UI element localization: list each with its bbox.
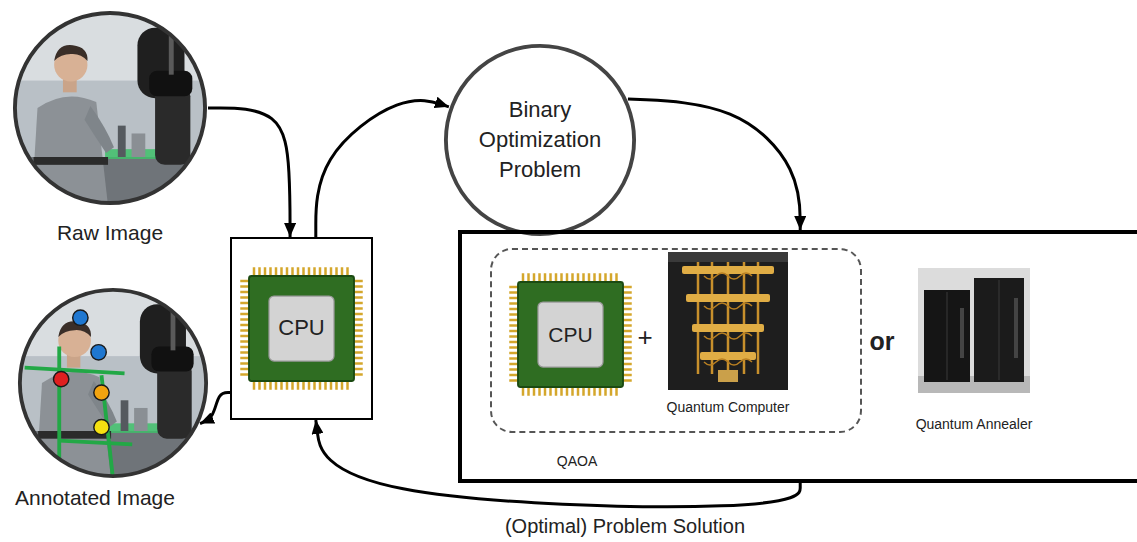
node-label: Quantum Annealer — [894, 416, 1054, 433]
cabinet-seam — [947, 292, 948, 380]
pose-limb — [25, 368, 125, 374]
quantum-computer: Quantum Computer — [668, 252, 788, 422]
annealer-cabinet — [974, 278, 1024, 382]
cryostat-rod — [697, 262, 700, 374]
cryostat-tip — [718, 370, 738, 382]
person-hair — [54, 45, 87, 61]
photo-illustration — [12, 10, 208, 206]
node-label: Annotated Image — [0, 485, 190, 510]
robot-stripe — [169, 35, 174, 74]
node-label: Quantum Computer — [653, 399, 803, 416]
robot-stripe — [171, 312, 176, 350]
bench-part — [118, 126, 126, 157]
cryostat-background — [668, 252, 788, 390]
cpu-box: CPU — [230, 237, 373, 420]
bench-part — [132, 133, 146, 157]
robot-forearm — [155, 86, 190, 164]
cpu-chip: CPU — [508, 272, 633, 397]
cryostat-coil — [704, 359, 752, 365]
cryostat-plate — [682, 266, 774, 274]
cryostat-coil — [704, 303, 752, 309]
cryostat-coil — [704, 273, 752, 279]
photo-scene — [12, 10, 208, 206]
pose-keypoint — [94, 419, 109, 434]
optimization-problem-circle: Binary Optimization Problem — [443, 43, 637, 237]
pose-keypoint — [91, 345, 106, 360]
pose-keypoint — [94, 385, 109, 400]
node-label: Binary Optimization Problem — [455, 95, 625, 184]
quantum-computer-picture — [668, 252, 788, 390]
person-torso — [36, 372, 111, 479]
flow-arrow — [208, 108, 290, 237]
annotated-image-circle: Annotated Image — [17, 287, 209, 479]
bench-part — [134, 408, 147, 431]
person-torso — [32, 96, 108, 206]
node-label: QAOA — [527, 453, 627, 470]
quantum-annealer-picture — [918, 268, 1030, 393]
person-belt — [34, 157, 108, 165]
input-image-circle: Raw Image — [12, 10, 208, 206]
person-arm — [85, 106, 114, 153]
cryostat-coil — [704, 333, 752, 339]
pose-limb — [59, 441, 132, 445]
photo-illustration — [17, 287, 209, 479]
circle-border — [446, 46, 634, 234]
flow-arrow — [316, 101, 449, 237]
cryostat-top — [668, 252, 788, 262]
quantum-annealer: Quantum Annealer — [918, 268, 1030, 438]
lab-background — [12, 10, 208, 206]
flow-arrow — [628, 99, 800, 230]
edge-label: (Optimal) Problem Solution — [475, 514, 775, 538]
cabinet-panel — [960, 308, 964, 358]
photo-frame — [20, 290, 206, 476]
lab-background — [17, 287, 209, 479]
cryostat-plate — [686, 294, 770, 302]
pose-keypoint — [53, 371, 68, 386]
cryostat-plate — [692, 324, 764, 332]
node-label: or — [852, 326, 912, 356]
pose-keypoint — [73, 310, 88, 325]
cryostat-rod — [757, 262, 760, 374]
cabinet-seam — [999, 280, 1000, 380]
room-background — [918, 268, 1030, 393]
photo-scene — [17, 287, 209, 479]
operator-label: + — [630, 322, 660, 353]
qaoa-group-box: QAOACPUQuantum Computer — [490, 248, 862, 433]
node-label: Raw Image — [10, 220, 210, 245]
node-label: CPU — [508, 322, 633, 347]
node-label: CPU — [232, 315, 371, 341]
solver-panel: orQAOACPUQuantum ComputerQuantum Anneale… — [458, 230, 1137, 483]
annealer-cabinet — [924, 290, 970, 382]
cabinet-panel — [1014, 298, 1018, 358]
robot-forearm — [157, 362, 192, 439]
bench-part — [121, 400, 129, 431]
photo-frame — [15, 13, 205, 203]
